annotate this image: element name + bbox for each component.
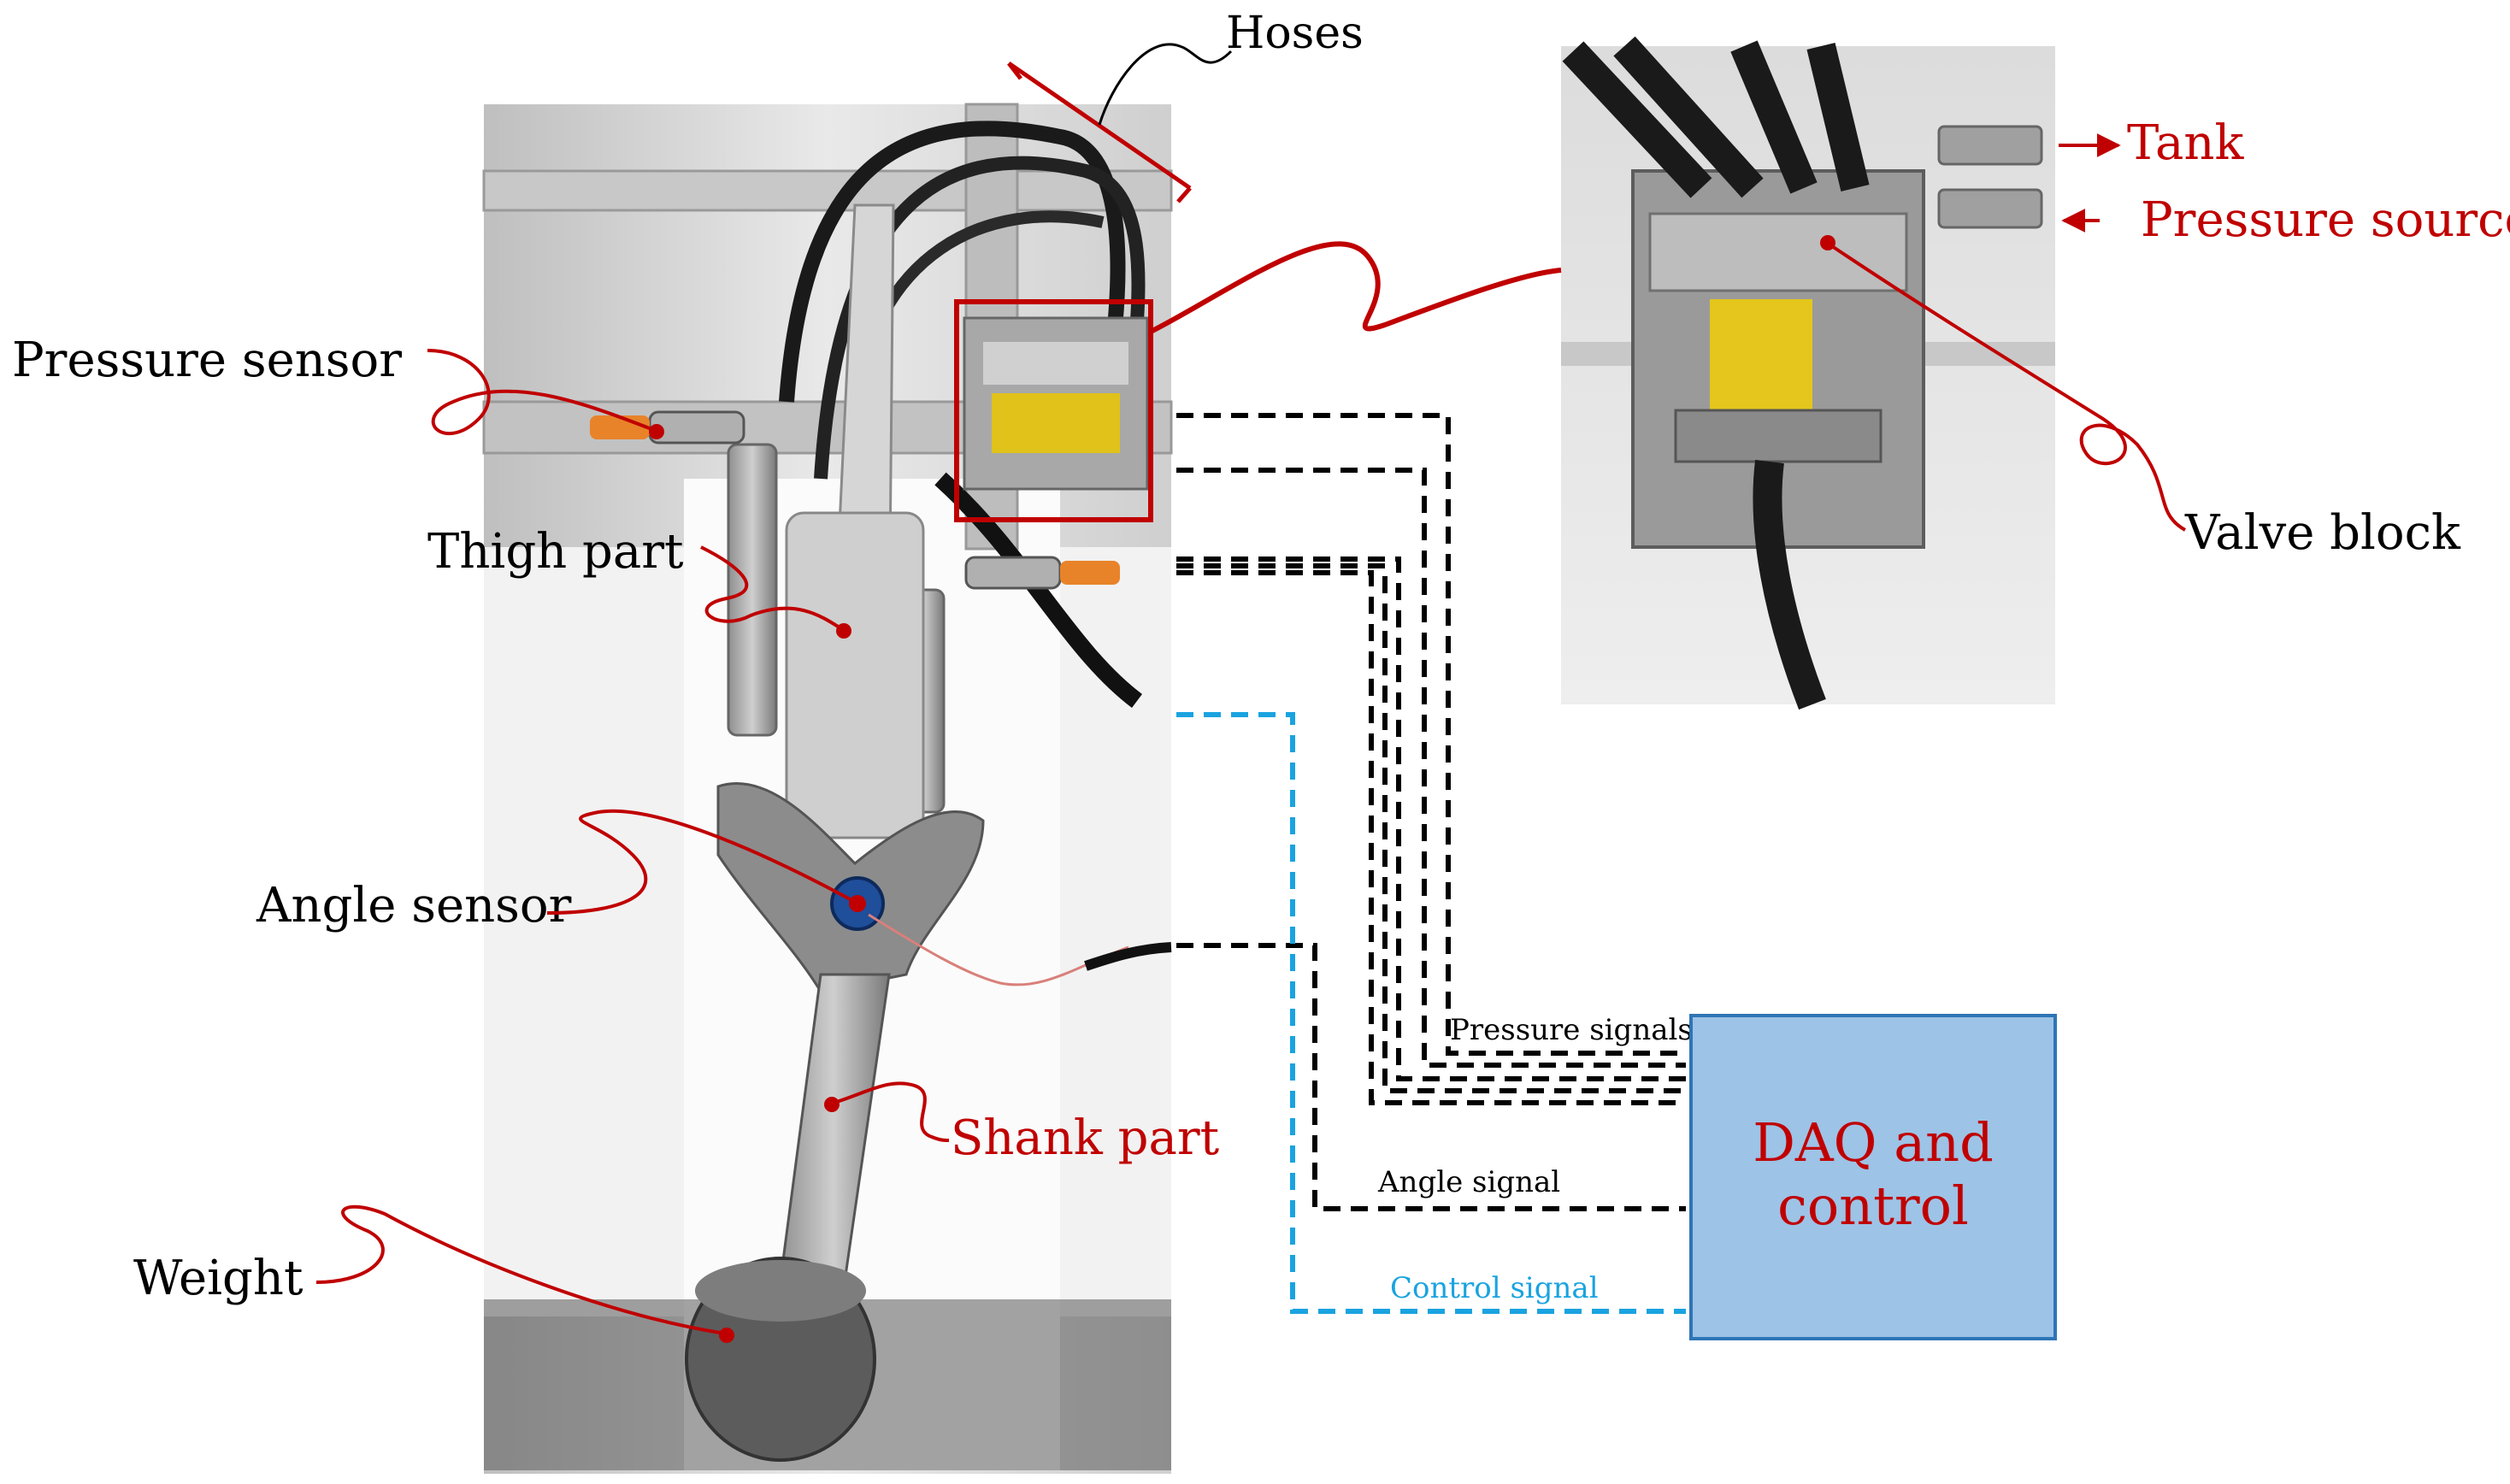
valve-block-leader: [1828, 243, 2186, 532]
angle-signal-line: [1176, 943, 1686, 1211]
hoses-leader: [1098, 43, 1233, 126]
pressure-signal-lines: [1176, 413, 1686, 1105]
label-pressure-sensor: Pressure sensor: [12, 333, 402, 388]
pressure-sensor-dot: [649, 424, 664, 439]
label-thigh-part: Thigh part: [427, 524, 684, 580]
shank-part-leader: [833, 1081, 950, 1142]
weight-dot: [719, 1328, 734, 1343]
pressure-sensor-leader: [427, 349, 659, 436]
label-pressure-source: Pressure source: [2141, 192, 2510, 248]
label-control-signal: Control signal: [1390, 1271, 1599, 1305]
label-angle-signal: Angle signal: [1377, 1165, 1560, 1199]
inset-photo: [1561, 36, 2055, 710]
daq-box-line1: DAQ and: [1753, 1111, 1994, 1174]
valve-block-highlight-box: [954, 299, 1153, 522]
weight-leader: [315, 1204, 726, 1335]
label-valve-block: Valve block: [2184, 505, 2461, 561]
label-shank-part: Shank part: [951, 1110, 1220, 1166]
valve-block-dot: [1820, 235, 1835, 250]
label-weight: Weight: [133, 1251, 303, 1306]
thigh-part-leader: [700, 545, 844, 631]
daq-box-line2: control: [1777, 1175, 1969, 1237]
angle-sensor-dot: [849, 895, 866, 912]
label-pressure-signals: Pressure signals: [1450, 1013, 1693, 1047]
thigh-part-dot: [836, 623, 851, 639]
inset-connector-squiggle: [1149, 241, 1562, 334]
daq-control-box: DAQ and control: [1689, 1014, 2057, 1340]
label-tank: Tank: [2127, 115, 2244, 171]
shank-part-dot: [824, 1097, 840, 1112]
label-hoses: Hoses: [1226, 8, 1364, 59]
angle-sensor-leader: [546, 809, 856, 915]
label-angle-sensor: Angle sensor: [256, 878, 572, 933]
control-signal-line: [1176, 712, 1686, 1314]
hoses-bracket: [1007, 61, 1192, 203]
main-photo: [482, 103, 1173, 1474]
